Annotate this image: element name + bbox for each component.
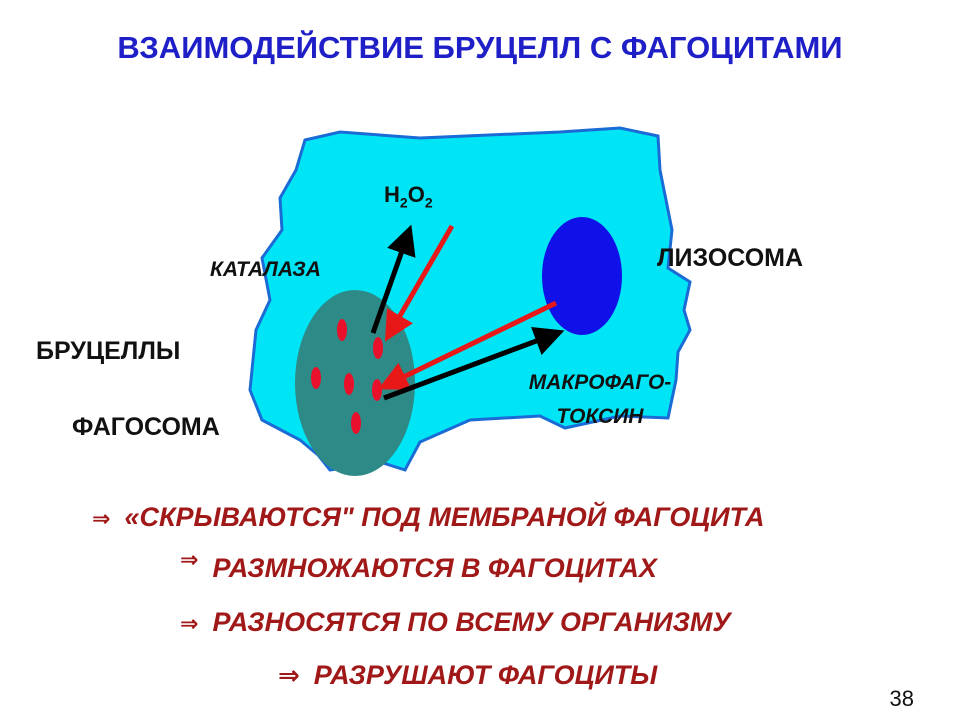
implies-arrow-icon: ⇒ [180,547,199,572]
implies-arrow-icon: ⇒ [92,506,111,531]
macrophage-toxin-line1: МАКРОФАГО- [528,371,672,394]
bacterium [344,373,354,395]
catalase-label: КАТАЛАЗА [210,258,321,281]
h2o2-arrow [384,224,455,342]
bullet-text: РАЗРУШАЮТ ФАГОЦИТЫ [313,660,658,690]
bacterium [337,319,347,341]
bacterium [351,412,361,434]
lysosome-label: ЛИЗОСОМА [657,244,804,272]
catalase-arrow [370,224,416,334]
macrophage-toxin-line2: ТОКСИН [556,405,644,428]
bacterium [372,379,382,401]
slide-title: ВЗАИМОДЕЙСТВИЕ БРУЦЕЛЛ С ФАГОЦИТАМИ [117,30,843,65]
macrophage-toxin-label: МАКРОФАГО- ТОКСИН [500,366,700,434]
bullet-item: ⇒ РАЗМНОЖАЮТСЯ В ФАГОЦИТАХ [180,547,657,584]
implies-arrow-icon: ⇒ [180,611,199,636]
brucella-label: БРУЦЕЛЛЫ [36,337,181,365]
bullet-item: ⇒ РАЗНОСЯТСЯ ПО ВСЕМУ ОРГАНИЗМУ [180,607,731,638]
toxin-arrow [383,326,565,401]
bacterium [373,337,383,359]
bullet-text: «СКРЫВАЮТСЯ" ПОД МЕМБРАНОЙ ФАГОЦИТА [124,502,765,532]
bullet-item: ⇒ «СКРЫВАЮТСЯ" ПОД МЕМБРАНОЙ ФАГОЦИТА [92,502,765,533]
bullet-text: РАЗМНОЖАЮТСЯ В ФАГОЦИТАХ [212,553,657,583]
implies-arrow-icon: ⇒ [278,660,300,690]
phagosome-label: ФАГОСОМА [72,413,220,441]
lysosome [542,217,622,335]
bacterium [311,367,321,389]
bullet-text: РАЗНОСЯТСЯ ПО ВСЕМУ ОРГАНИЗМУ [212,607,731,637]
h2o2-label: H2O2 [384,182,433,211]
brucella-bacteria [311,319,383,434]
bullet-item: ⇒ РАЗРУШАЮТ ФАГОЦИТЫ [278,660,657,691]
page-number: 38 [889,686,914,711]
lysosome-arrow [378,300,558,390]
